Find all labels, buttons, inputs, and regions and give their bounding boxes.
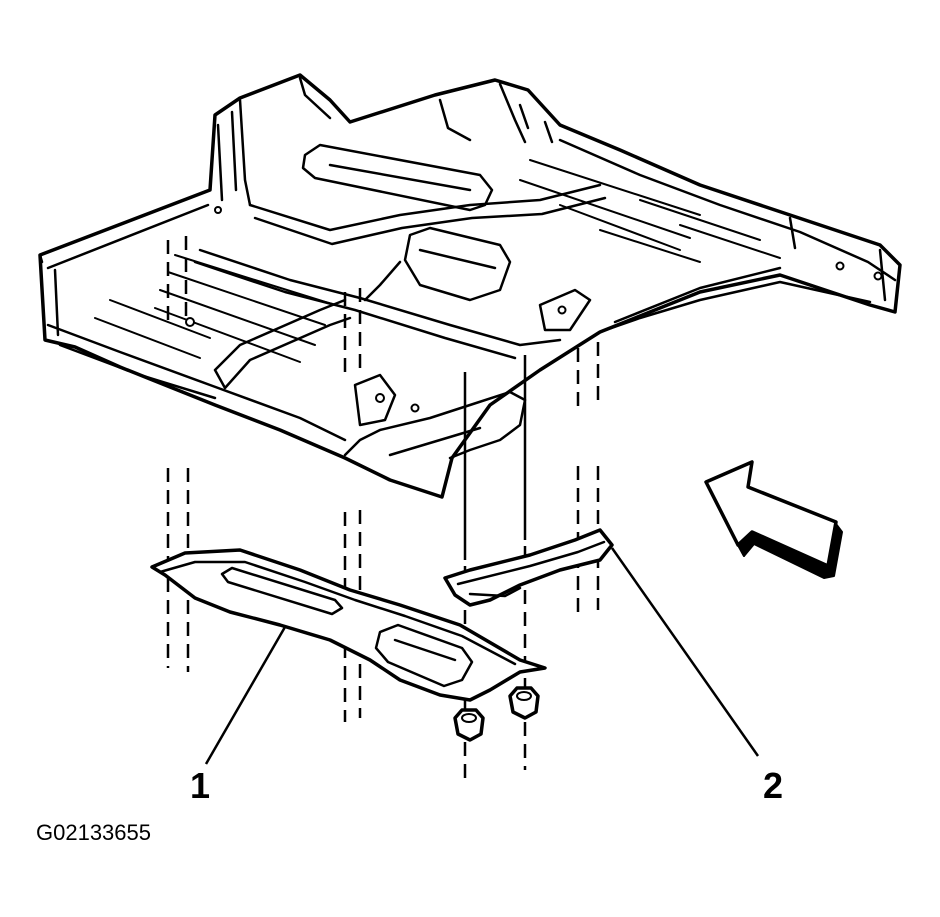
heat-shield-1-rib	[220, 566, 344, 616]
callout-label-1: 1	[190, 765, 210, 806]
right-seat-bracket	[538, 288, 592, 332]
view-direction-arrow	[704, 460, 843, 579]
callouts: 1 2	[190, 547, 783, 806]
heat-shield-1	[150, 548, 547, 702]
leader-line-1	[204, 626, 287, 765]
nut	[453, 708, 485, 742]
bolt-hole	[214, 206, 222, 214]
figure-id: G02133655	[36, 820, 151, 845]
diagonal-brace	[213, 298, 352, 390]
center-crossmember	[193, 248, 562, 360]
rear-crossmember	[248, 183, 607, 246]
heat-shield-2-flange	[456, 540, 606, 598]
bolt-hole	[185, 317, 195, 327]
heat-shield-2	[443, 528, 614, 607]
bolt-hole	[873, 271, 883, 281]
fasteners	[453, 686, 540, 742]
front-sill-flange	[46, 323, 347, 442]
lower-channel	[343, 390, 527, 460]
rear-frame-rail	[438, 82, 554, 144]
right-floor-ribs	[519, 159, 781, 263]
right-floor-edge	[598, 266, 872, 334]
rear-floor-pocket	[301, 143, 494, 212]
bolt-hole	[835, 261, 845, 271]
heat-shield-1-raised-pad	[374, 623, 474, 688]
heat-shield-1-outline	[150, 548, 547, 702]
heat-shield-1-flange	[158, 560, 517, 666]
callout-label-2: 2	[763, 765, 783, 806]
alignment-lines	[166, 236, 600, 780]
nut-bore	[516, 691, 532, 701]
bolt-hole	[557, 305, 567, 315]
arrow-face	[704, 460, 838, 568]
bolt-hole	[375, 393, 385, 403]
floor-pan-outline	[38, 73, 902, 499]
nut	[508, 686, 540, 720]
nut-bore	[461, 713, 477, 723]
left-rocker-rail	[38, 203, 210, 337]
right-rocker-rail	[558, 138, 897, 302]
rear-kickup-panel	[216, 76, 332, 207]
leader-line-2	[610, 547, 760, 757]
floor-pan	[38, 73, 902, 499]
transmission-tunnel	[363, 226, 512, 302]
bolt-hole	[410, 403, 420, 413]
tunnel-support-bracket	[353, 373, 397, 427]
left-floor-ribs	[94, 254, 336, 363]
